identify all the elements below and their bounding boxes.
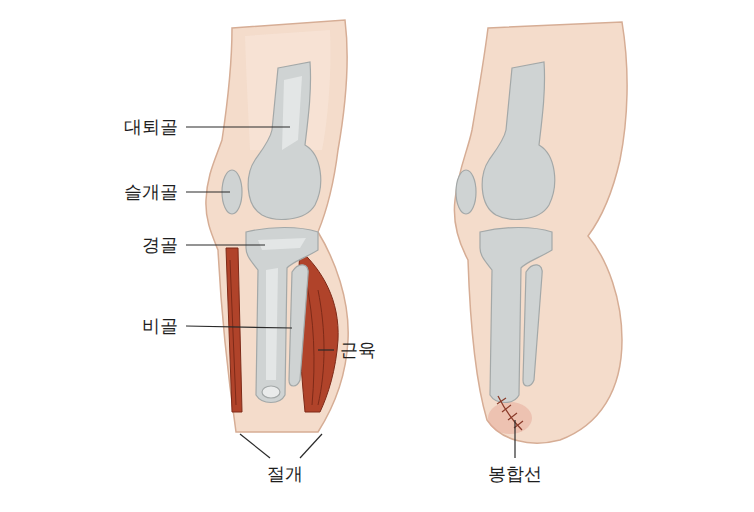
leader-line: [240, 434, 270, 458]
part-label: 대퇴골: [122, 116, 180, 138]
fibula: [289, 265, 308, 386]
femur: [482, 62, 555, 219]
part-label: 경골: [140, 234, 180, 256]
leader-line: [300, 434, 322, 458]
bones: [222, 62, 321, 403]
leader-line: [318, 349, 334, 350]
patella: [456, 170, 476, 214]
part-label: 근육: [338, 339, 378, 361]
tibia: [246, 228, 318, 403]
bone-highlight: [258, 76, 306, 380]
right-leg: [454, 22, 627, 443]
suture-stitch: [497, 398, 523, 428]
left-leg: [206, 20, 348, 432]
skin-outline: [206, 20, 348, 432]
bone-stump: [262, 386, 280, 398]
leader-line: [186, 326, 292, 328]
part-label: 슬개골: [122, 181, 180, 203]
part-label: 봉합선: [486, 463, 544, 485]
leader-line: [186, 126, 290, 127]
leader-line: [514, 420, 515, 458]
leader-line: [186, 191, 230, 192]
bones: [456, 62, 555, 403]
tibia: [480, 228, 552, 403]
suture: [498, 396, 522, 430]
part-label: 비골: [140, 315, 180, 337]
leader-lines: [186, 127, 515, 458]
fibula: [523, 265, 542, 386]
muscle: [226, 248, 242, 412]
skin-outline: [454, 22, 627, 443]
leader-line: [186, 244, 265, 245]
part-label: 절개: [265, 463, 305, 485]
